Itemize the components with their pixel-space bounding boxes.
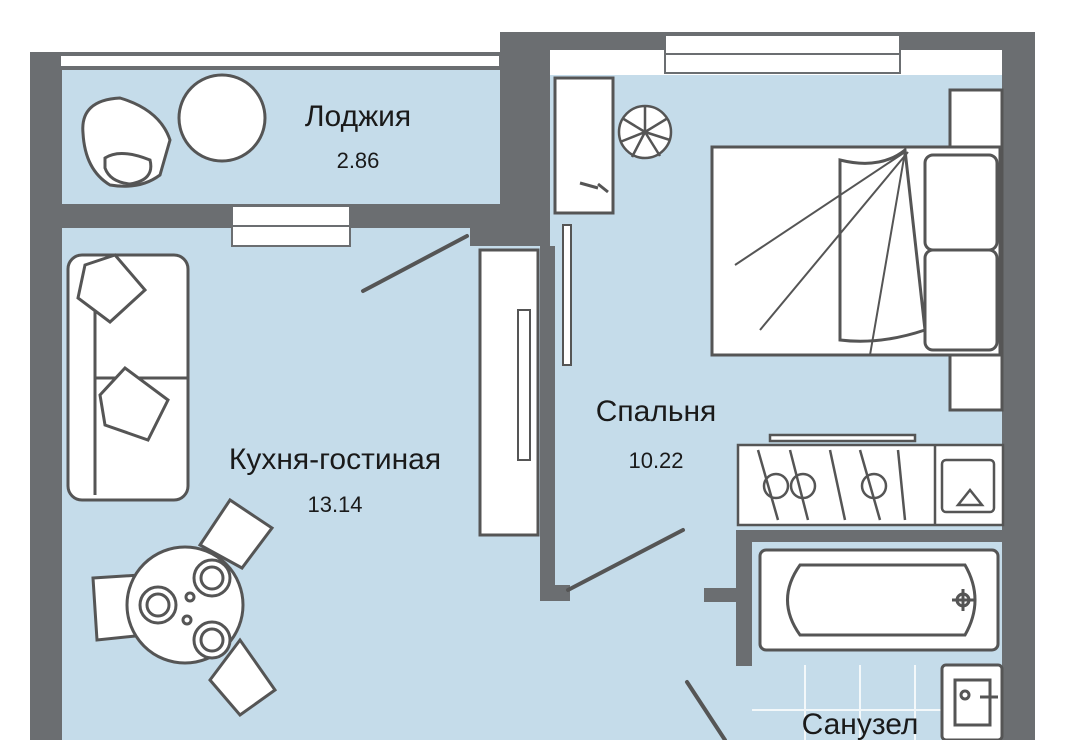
doors — [361, 234, 727, 740]
room-name-bedroom: Спальня — [595, 395, 717, 428]
armchair-icon — [81, 96, 172, 188]
room-area-loggia: 2.86 — [336, 148, 380, 173]
room-name-bathroom: Санузел — [801, 708, 919, 741]
round-table-icon — [177, 73, 267, 163]
kitchen-sink-icon — [940, 458, 996, 514]
bathtub-icon — [758, 548, 1000, 652]
sofa-icon — [66, 253, 190, 502]
bed-icon — [710, 88, 1004, 412]
corridor-floor — [540, 590, 750, 740]
plant-icon — [617, 104, 673, 160]
desk — [553, 76, 615, 215]
room-area-living: 13.14 — [307, 492, 363, 517]
sink-icon — [940, 663, 1004, 740]
room-name-living: Кухня-гостиная — [228, 443, 442, 476]
room-area-bedroom: 10.22 — [628, 448, 684, 473]
room-name-loggia: Лоджия — [304, 100, 412, 133]
tv-panel — [517, 309, 531, 461]
bedroom-door-leaf — [562, 224, 572, 366]
hairbrush-icon — [579, 181, 609, 194]
dining-table-icon — [91, 497, 278, 718]
windows — [59, 34, 901, 247]
loggia-window — [59, 54, 501, 68]
stove-icon — [756, 449, 907, 521]
